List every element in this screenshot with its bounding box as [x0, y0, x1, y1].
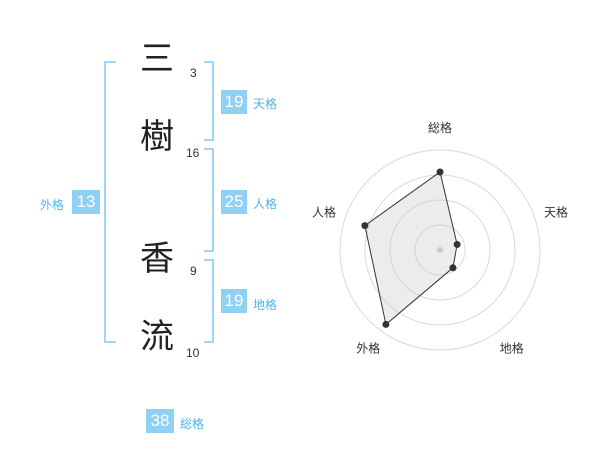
radar-ring [414, 224, 466, 276]
radar-point-3 [449, 264, 457, 272]
radar-axis-label-1: 総格 [428, 120, 452, 135]
radar-series-area [364, 171, 458, 326]
gaikaku-bracket [104, 61, 116, 343]
radar-point-5 [361, 222, 369, 230]
name-char-3: 香 [140, 239, 174, 279]
name-char-4: 流 [140, 317, 174, 357]
name-char-2: 樹 [140, 117, 174, 157]
chikaku-bracket [204, 259, 214, 343]
radar-ring [389, 199, 491, 301]
radar-axis-label-5: 人格 [312, 204, 336, 219]
tenkaku-badge: 19 [221, 90, 247, 114]
stroke-count-2: 16 [186, 146, 200, 160]
radar-axis-label-4: 外格 [356, 341, 380, 356]
soukaku-label: 総格 [180, 417, 205, 431]
radar-axis-label-3: 地格 [500, 341, 524, 356]
radar-point-4 [382, 320, 390, 328]
radar-center [437, 247, 443, 253]
radar-ring [339, 149, 541, 351]
stroke-count-3: 9 [190, 264, 197, 278]
chikaku-badge: 19 [221, 289, 247, 313]
name-char-1: 三 [140, 39, 174, 79]
stroke-count-1: 3 [190, 66, 197, 80]
tenkaku-bracket [204, 61, 214, 141]
radar-axis-label-2: 天格 [544, 204, 568, 219]
chikaku-label: 地格 [253, 298, 278, 312]
jinkaku-bracket [204, 148, 214, 252]
tenkaku-label: 天格 [253, 97, 278, 111]
radar-point-1 [436, 168, 444, 176]
soukaku-badge: 38 [146, 409, 174, 433]
jinkaku-badge: 25 [221, 190, 247, 214]
radar-point-2 [453, 240, 461, 248]
stroke-count-4: 10 [186, 346, 200, 360]
jinkaku-label: 人格 [253, 197, 278, 211]
gaikaku-label: 外格 [40, 198, 65, 212]
gaikaku-badge: 13 [72, 190, 100, 214]
